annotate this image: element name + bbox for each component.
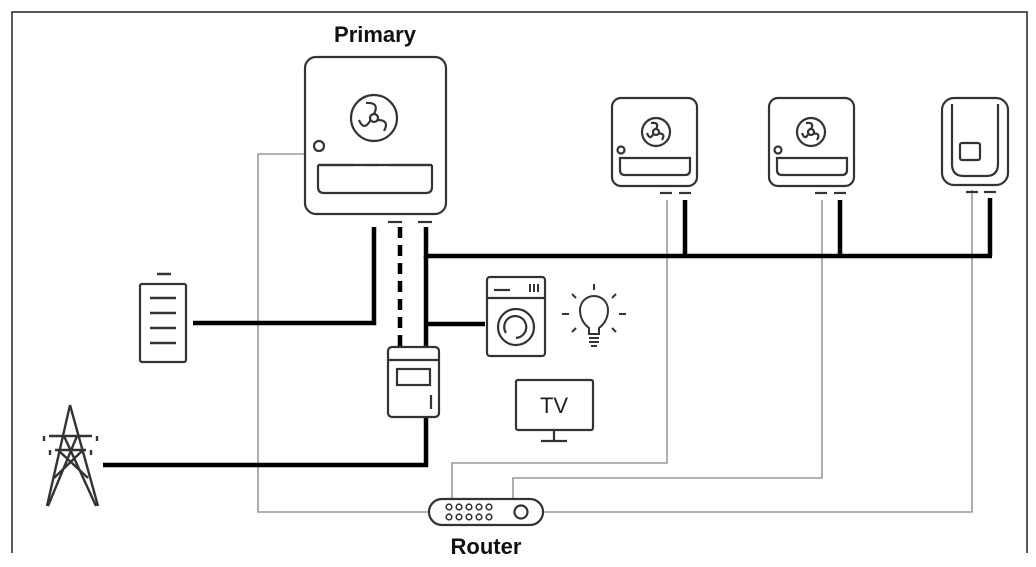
- power-bus-main: [423, 227, 992, 259]
- inverter-2: [610, 96, 699, 195]
- tv-icon: TV: [514, 378, 595, 443]
- battery-icon: [138, 272, 188, 364]
- washing-machine-icon: [485, 275, 547, 358]
- status-led: [312, 139, 326, 153]
- router-label: Router: [451, 534, 522, 559]
- data-line-inverter-2: [451, 200, 668, 500]
- inverter-4: [940, 96, 1010, 194]
- fan-icon: [795, 116, 827, 148]
- fan-icon: [640, 116, 672, 148]
- power-line-grid: [103, 418, 429, 468]
- data-line-inverter-4: [543, 190, 973, 513]
- tv-label: TV: [540, 393, 568, 418]
- data-lines: [257, 153, 973, 513]
- primary-label: Primary: [334, 22, 417, 47]
- data-line-primary: [257, 153, 429, 513]
- primary-inverter: Primary: [303, 22, 448, 224]
- power-line-battery: [193, 227, 377, 326]
- router-icon: Router: [427, 497, 545, 559]
- diagram-frame: [11, 11, 1028, 553]
- energy-meter-icon: [386, 345, 441, 419]
- data-line-inverter-3: [512, 200, 823, 500]
- light-bulb-icon: [562, 284, 626, 347]
- power-pylon-icon: [42, 404, 100, 507]
- power-lines: [103, 198, 993, 468]
- fan-icon: [349, 93, 399, 143]
- inverter-3: [767, 96, 856, 195]
